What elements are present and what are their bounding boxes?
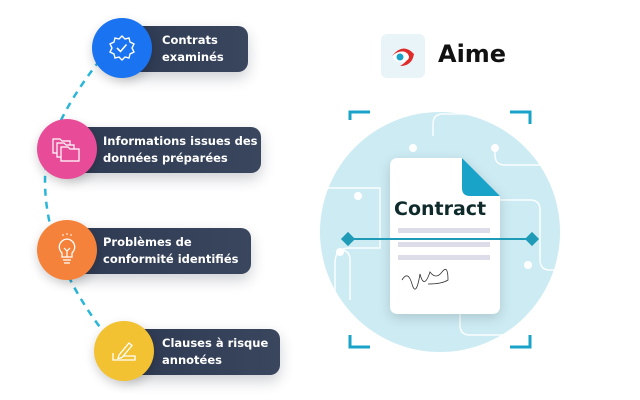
brand-logo xyxy=(381,34,425,78)
contract-scan-illustration xyxy=(320,110,560,352)
lightbulb-icon xyxy=(37,220,97,280)
badge-check-icon xyxy=(92,18,152,78)
pen-edit-icon xyxy=(94,321,154,381)
step-label: Informations issues des données préparée… xyxy=(103,134,258,165)
dashed-connector-line xyxy=(43,59,111,341)
document-title: Contract xyxy=(394,198,487,220)
step-label: Problèmes de conformité identifiés xyxy=(103,235,239,266)
folders-icon xyxy=(37,119,97,179)
eye-icon xyxy=(392,48,414,66)
brand-name: Aime xyxy=(438,40,507,68)
step-pill: Informations issues des données préparée… xyxy=(65,127,261,173)
step-label: Clauses à risque annotées xyxy=(162,336,269,367)
step-label: Contrats examinés xyxy=(162,33,224,64)
